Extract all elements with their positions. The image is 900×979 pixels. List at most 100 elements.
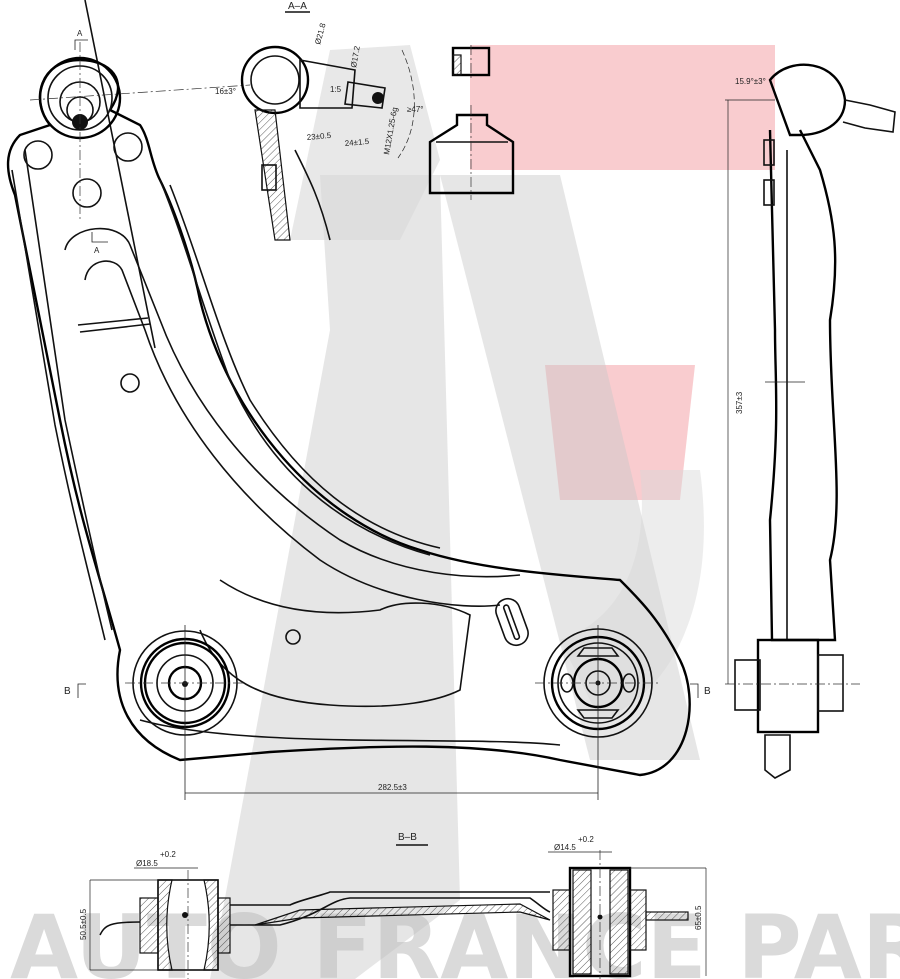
bb-rear-hatch-right xyxy=(609,869,629,975)
side-lower-tab xyxy=(764,734,791,779)
a-a-ball xyxy=(250,55,300,105)
watermark: AUTO FRANCE PARTS xyxy=(10,45,900,979)
dust-boot-detail xyxy=(428,105,515,200)
arm-lower-edge xyxy=(139,719,561,746)
section-marker-a-inner: A xyxy=(91,232,108,255)
dim-length-24: 24±1.5 xyxy=(344,137,370,148)
rear-bushing-slot-top xyxy=(576,647,620,657)
a-a-arm-curve xyxy=(294,149,331,241)
side-view: 357±3 15.9°±3° xyxy=(725,63,896,779)
mount-hole-right xyxy=(113,132,143,162)
dim-ball-stud-a: Ø21.8 xyxy=(313,22,327,46)
side-ball-joint-housing xyxy=(768,63,847,137)
nut-section xyxy=(452,54,462,76)
arm-rib-outer xyxy=(64,227,521,578)
ball-joint-top xyxy=(23,42,301,645)
section-marker-b-right: B xyxy=(690,683,711,698)
section-label-a-top: A xyxy=(77,29,83,38)
dim-ball-joint-angle: 16±3° xyxy=(215,87,236,96)
section-a-a: A–A 16±3° Ø21.8 Ø17.2 1:5 23±0.5 24±1.5 … xyxy=(215,1,440,241)
side-bushing-left xyxy=(734,659,761,711)
mount-hole-center xyxy=(72,178,102,208)
span-dim-text: 282.5±3 xyxy=(378,783,407,792)
control-arm-top-view xyxy=(6,0,691,777)
side-bushing-right xyxy=(817,654,844,712)
ball-joint-centerline-h xyxy=(29,84,251,101)
bb-front-hook xyxy=(99,921,141,936)
section-marker-a-top: A xyxy=(74,29,88,50)
dim-length-23: 23±0.5 xyxy=(306,131,332,142)
dim-front-bushing-height: 50.5±0.5 xyxy=(79,908,88,940)
arm-flange-inner-2 xyxy=(169,184,441,549)
bb-front-center xyxy=(182,912,188,918)
arm-flange-left xyxy=(24,149,113,631)
a-a-ball-housing xyxy=(240,45,310,115)
arm-rib-inner xyxy=(84,260,501,607)
mount-hole-left xyxy=(23,140,53,170)
dim-front-bore-tol-upper: +0.2 xyxy=(160,850,176,859)
dim-front-bore: Ø18.5 xyxy=(136,859,158,868)
watermark-a-left xyxy=(210,175,460,979)
dim-taper: 1:5 xyxy=(330,85,342,94)
dust-boot-outline xyxy=(428,113,515,195)
section-b-b: B–B 50.5±0.5 Ø18.5 +0.2 65±0.5 Ø xyxy=(79,832,707,979)
section-arrow-b-right xyxy=(690,683,699,698)
dim-swivel-angle: ≥47° xyxy=(407,105,424,114)
rear-bushing-slot-bottom xyxy=(576,709,620,719)
section-label-a-inner: A xyxy=(94,246,100,255)
bushing-span-dimension: 282.5±3 xyxy=(185,783,598,794)
arm-pocket xyxy=(199,579,471,708)
bb-front-flange-right xyxy=(217,897,231,954)
arm-flange-left-outer xyxy=(11,169,106,641)
section-marker-b-left: B xyxy=(64,683,86,698)
a-a-stud-taper xyxy=(299,59,356,109)
oblong-slot xyxy=(495,597,529,647)
rear-bushing-top xyxy=(495,597,660,800)
arm-flange-inner xyxy=(159,179,431,556)
section-arrow-b-left xyxy=(77,683,86,698)
oblong-slot-outer xyxy=(495,597,529,647)
side-ball-stud xyxy=(842,99,896,133)
bb-rear-flange-right xyxy=(629,889,647,951)
side-bracket-1 xyxy=(763,139,775,166)
bb-front-bushing-hatch-left xyxy=(157,879,173,971)
section-a-a-title: A–A xyxy=(288,1,307,12)
oblong-slot-inner xyxy=(502,604,521,641)
rib-cross-1 xyxy=(77,317,149,326)
bb-front-flange-left xyxy=(139,897,159,954)
dim-rear-bore-tol-upper: +0.2 xyxy=(578,835,594,844)
a-a-bracket xyxy=(261,164,277,191)
dim-rear-bore: Ø14.5 xyxy=(554,843,576,852)
a-a-arm-section xyxy=(254,109,291,241)
side-arm-body xyxy=(768,129,838,642)
bb-rear-hatch-left xyxy=(572,869,592,975)
a-a-stud-thread xyxy=(344,81,386,109)
dim-side-height: 357±3 xyxy=(735,391,744,414)
rib-cross-3 xyxy=(84,0,156,349)
dim-ball-stud-diameter: Ø17.2 xyxy=(349,45,362,69)
watermark-red-band-mid xyxy=(545,365,695,500)
watermark-p xyxy=(560,470,704,720)
rib-cross-2 xyxy=(79,323,151,333)
section-a-a-shade xyxy=(290,45,440,240)
bb-rear-tab xyxy=(645,911,689,921)
section-label-b-right: B xyxy=(704,686,711,697)
dim-side-angle: 15.9°±3° xyxy=(735,77,766,86)
bb-front-bushing-hatch-right xyxy=(203,879,219,971)
nut-detail xyxy=(451,45,491,80)
dim-rear-bushing-height: 65±0.5 xyxy=(694,905,703,930)
a-a-stud-nut xyxy=(372,92,384,104)
section-b-b-title: B–B xyxy=(398,832,417,843)
bb-rear-center xyxy=(597,914,603,920)
swivel-arc xyxy=(397,49,415,159)
bb-arm-web-section xyxy=(254,903,551,926)
side-bushing-housing xyxy=(756,638,820,734)
watermark-red-band-top xyxy=(470,45,775,170)
section-arrow-a xyxy=(74,39,88,50)
locator-hole-1 xyxy=(120,373,140,393)
bb-rear-flange-left xyxy=(552,889,571,951)
front-bushing-top xyxy=(125,625,245,800)
section-arrow-a-inner xyxy=(91,232,108,243)
locator-hole-2 xyxy=(285,629,301,645)
